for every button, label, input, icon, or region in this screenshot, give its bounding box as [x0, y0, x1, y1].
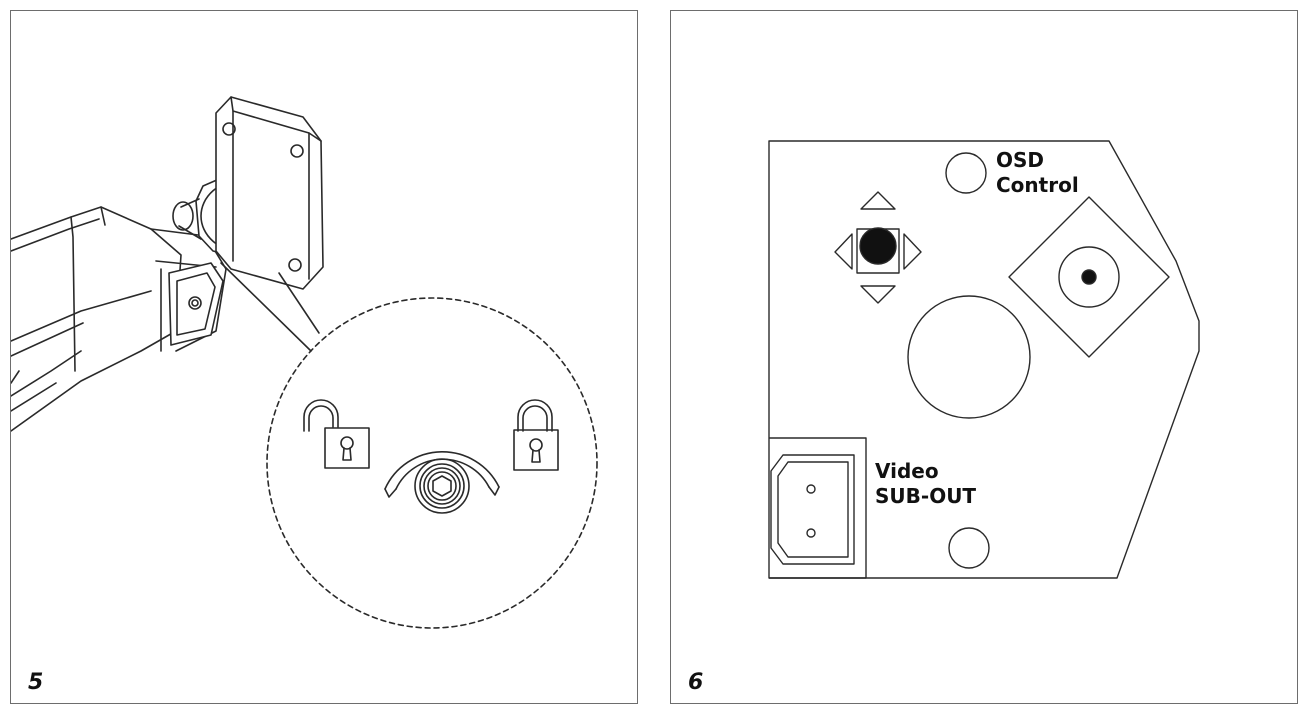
figure-number: 6	[688, 670, 704, 695]
figure-5-illustration	[11, 96, 598, 629]
figure-number: 5	[28, 670, 44, 695]
video-label-line2: SUB-OUT	[875, 484, 977, 508]
bnc-connector	[1008, 196, 1170, 358]
mounting-plate	[215, 96, 324, 290]
hex-screw-icon	[414, 458, 470, 514]
figure-6-panel: OSD Control Video SUB-OUT 6	[670, 10, 1298, 704]
osd-label-line1: OSD	[996, 148, 1045, 172]
osd-joystick-icon	[834, 191, 922, 304]
osd-control-label: OSD Control	[996, 148, 1079, 198]
video-sub-out-label: Video SUB-OUT	[875, 459, 976, 509]
camera-body	[11, 206, 227, 432]
video-label-line1: Video	[875, 459, 939, 483]
bottom-hole	[948, 527, 990, 569]
locked-padlock-icon	[513, 399, 559, 471]
large-round-port	[907, 295, 1031, 419]
osd-hole	[945, 152, 987, 194]
unlocked-padlock-icon	[303, 399, 370, 469]
figure-5-panel: 5	[10, 10, 638, 704]
osd-label-line2: Control	[996, 173, 1079, 197]
figure-6-illustration	[768, 140, 1200, 579]
detail-callout-circle	[266, 297, 598, 629]
video-connector-icon	[769, 437, 867, 579]
rear-board-outline	[768, 140, 1200, 579]
